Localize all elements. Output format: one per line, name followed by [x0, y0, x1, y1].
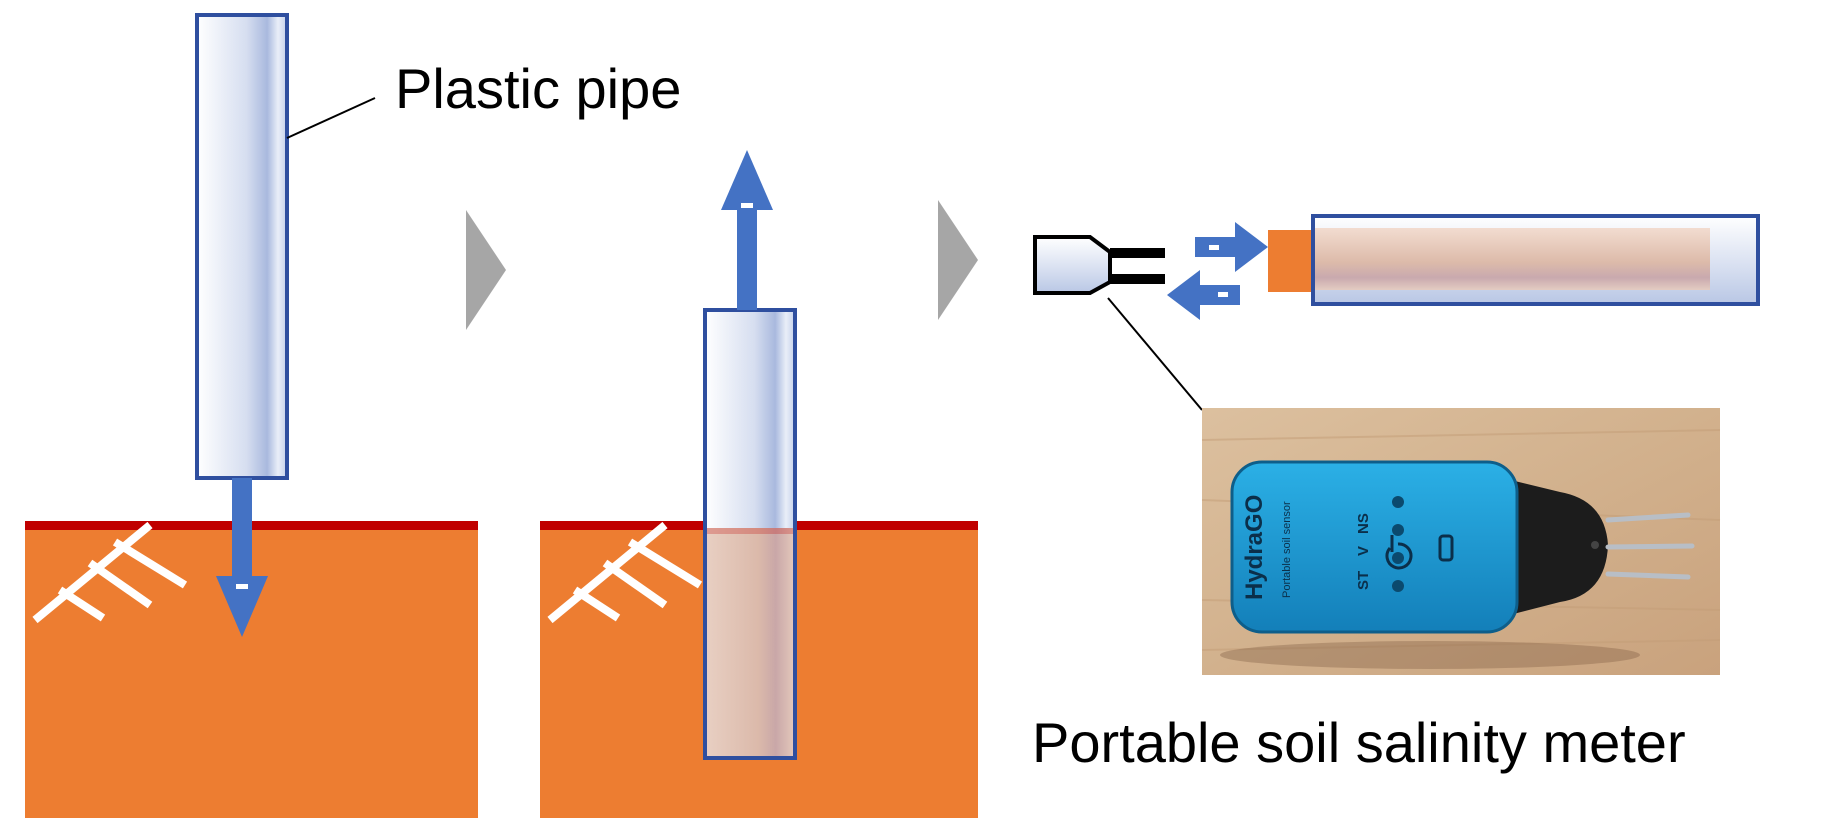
up-arrow-icon: [721, 150, 773, 310]
soil-core-3: [1315, 228, 1710, 290]
brand-text: HydraGO: [1241, 495, 1268, 600]
plastic-pipe-1: [195, 13, 289, 480]
usb-port-icon: [1438, 534, 1454, 562]
meter-photo: ST V NS HydraGO Portable soil sensor: [1201, 408, 1721, 675]
meter-body: [1230, 460, 1519, 634]
svg-text:V: V: [1355, 546, 1372, 556]
exchange-arrows-icon: [1167, 222, 1268, 320]
meter-leader-line: [1107, 297, 1203, 411]
indicator-labels: ST V NS: [1355, 513, 1372, 590]
step-2-extract: [540, 150, 978, 818]
step-3-measure: ST V NS HydraGO Portable soil sensor Por…: [1032, 214, 1760, 774]
down-arrow-icon: [216, 478, 268, 637]
svg-text:ST: ST: [1355, 571, 1372, 590]
pipe-label-leader: [286, 97, 376, 139]
vegetation-icon: [547, 521, 703, 624]
meter-probe-pins: [1605, 512, 1695, 580]
meter-label: Portable soil salinity meter: [1032, 711, 1686, 774]
pipe-cap: [1268, 230, 1313, 292]
brand-subtitle: Portable soil sensor: [1281, 501, 1293, 598]
indicator-lights: [1392, 496, 1404, 592]
step-1-insert: Plastic pipe: [25, 13, 681, 818]
meter-led: [1591, 541, 1599, 549]
soil-core-2: [707, 528, 793, 756]
svg-text:NS: NS: [1355, 513, 1372, 534]
pipe-label: Plastic pipe: [395, 57, 681, 120]
chevron-right-icon: [466, 210, 506, 330]
vegetation-icon: [32, 521, 188, 624]
sensor-probe-icon: [1033, 235, 1165, 295]
power-icon: [1385, 535, 1413, 570]
chevron-right-icon: [938, 200, 978, 320]
